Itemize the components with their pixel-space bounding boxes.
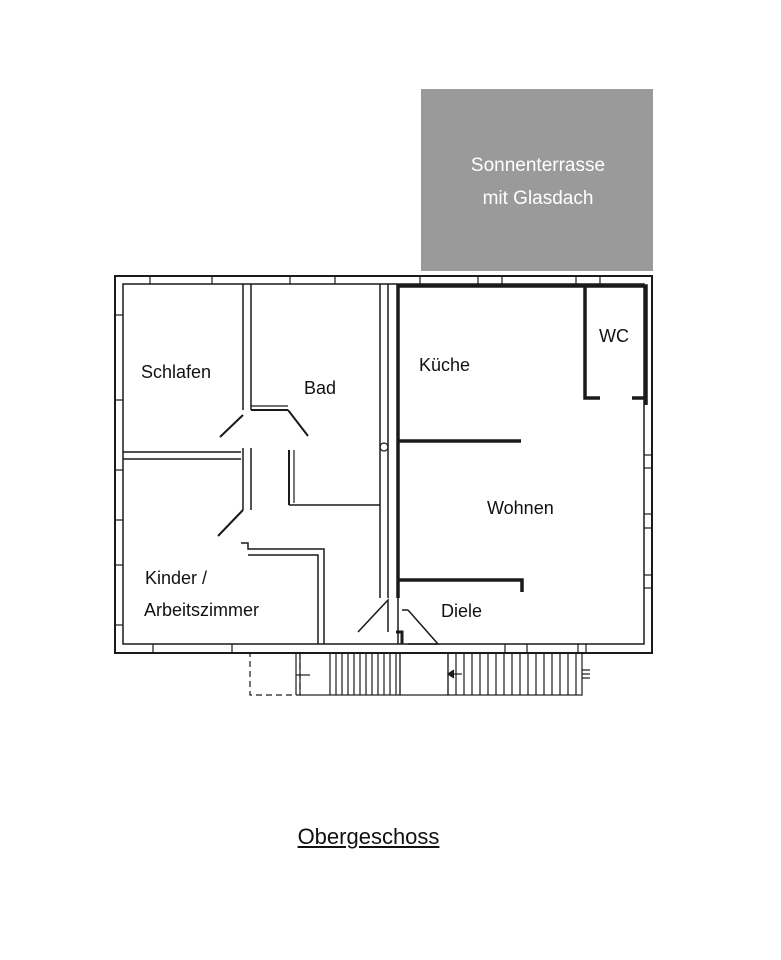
room-label-kinder-line2: Arbeitszimmer: [144, 600, 259, 620]
apartment-walls: [396, 284, 648, 644]
floor-title-text: Obergeschoss: [297, 824, 440, 849]
room-label-diele: Diele: [441, 601, 482, 621]
room-label-kueche: Küche: [419, 355, 470, 375]
terrace-area: [421, 89, 653, 271]
terrace-label-line1: Sonnenterrasse: [471, 155, 605, 176]
outer-walls: [114, 275, 653, 654]
room-label-schlafen: Schlafen: [141, 362, 211, 382]
room-label-bad: Bad: [304, 378, 336, 398]
exterior-stairs: [249, 652, 590, 696]
terrace-label-line2: mit Glasdach: [483, 188, 594, 209]
room-label-wc: WC: [599, 326, 629, 346]
room-label-kinder-line1: Kinder /: [145, 568, 207, 588]
floor-title: Obergeschoss: [0, 824, 737, 850]
room-label-wohnen: Wohnen: [487, 498, 554, 518]
interior-walls: [123, 284, 389, 644]
entrance-door: [357, 598, 440, 645]
